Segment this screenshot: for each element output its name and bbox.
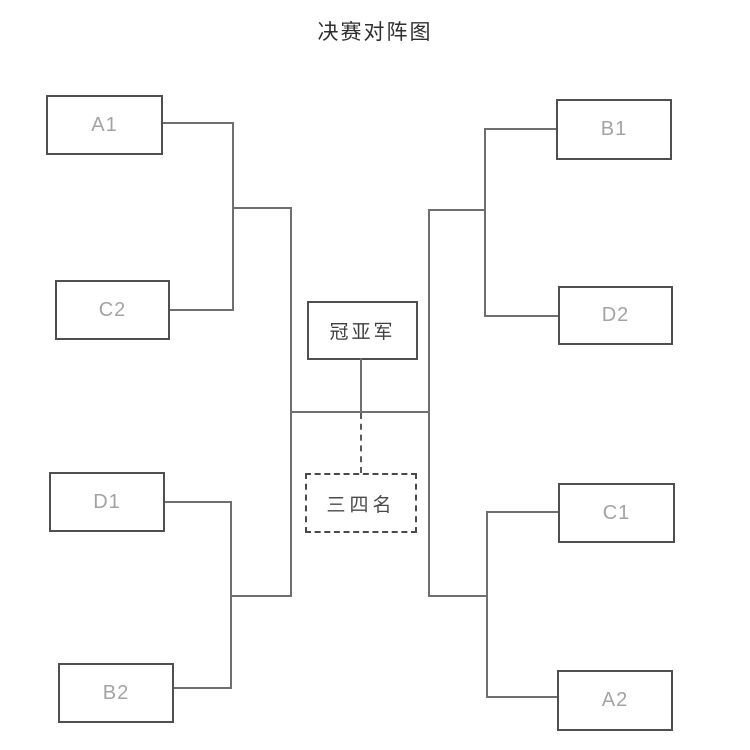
diagram-title: 决赛对阵图: [317, 20, 433, 44]
team-box-b1: B1: [556, 99, 672, 160]
final-box: 冠亚军: [307, 301, 418, 360]
team-box-a1: A1: [46, 95, 163, 155]
third-place-box: 三四名: [305, 473, 417, 533]
connector-left-top-vertical: [232, 122, 234, 311]
connector-right-bottom-vertical: [486, 511, 488, 698]
connector-third-place-stub: [360, 413, 362, 473]
connector-right-top-vertical: [484, 128, 486, 317]
team-box-c1: C1: [558, 483, 675, 543]
connector-left-bottom-mid: [230, 595, 292, 597]
team-box-c2: C2: [55, 280, 170, 340]
connector-right-bottom-mid: [429, 595, 488, 597]
connector-d1-out: [165, 501, 232, 503]
connector-left-main-vertical: [290, 207, 292, 597]
connector-final-stub: [360, 358, 362, 413]
connector-c2-out: [170, 309, 234, 311]
team-box-b2: B2: [58, 663, 174, 723]
connector-d2-out: [485, 315, 558, 317]
team-box-d1: D1: [49, 472, 165, 532]
connector-a2-out: [487, 696, 557, 698]
connector-right-main-vertical: [428, 209, 430, 597]
connector-c1-out: [487, 511, 558, 513]
team-box-d2: D2: [558, 286, 673, 345]
connector-a1-out: [163, 122, 234, 124]
connector-b1-out: [485, 128, 556, 130]
connector-b2-out: [174, 687, 232, 689]
connector-left-top-mid: [232, 207, 292, 209]
connector-right-top-mid: [429, 209, 486, 211]
team-box-a2: A2: [557, 670, 673, 731]
